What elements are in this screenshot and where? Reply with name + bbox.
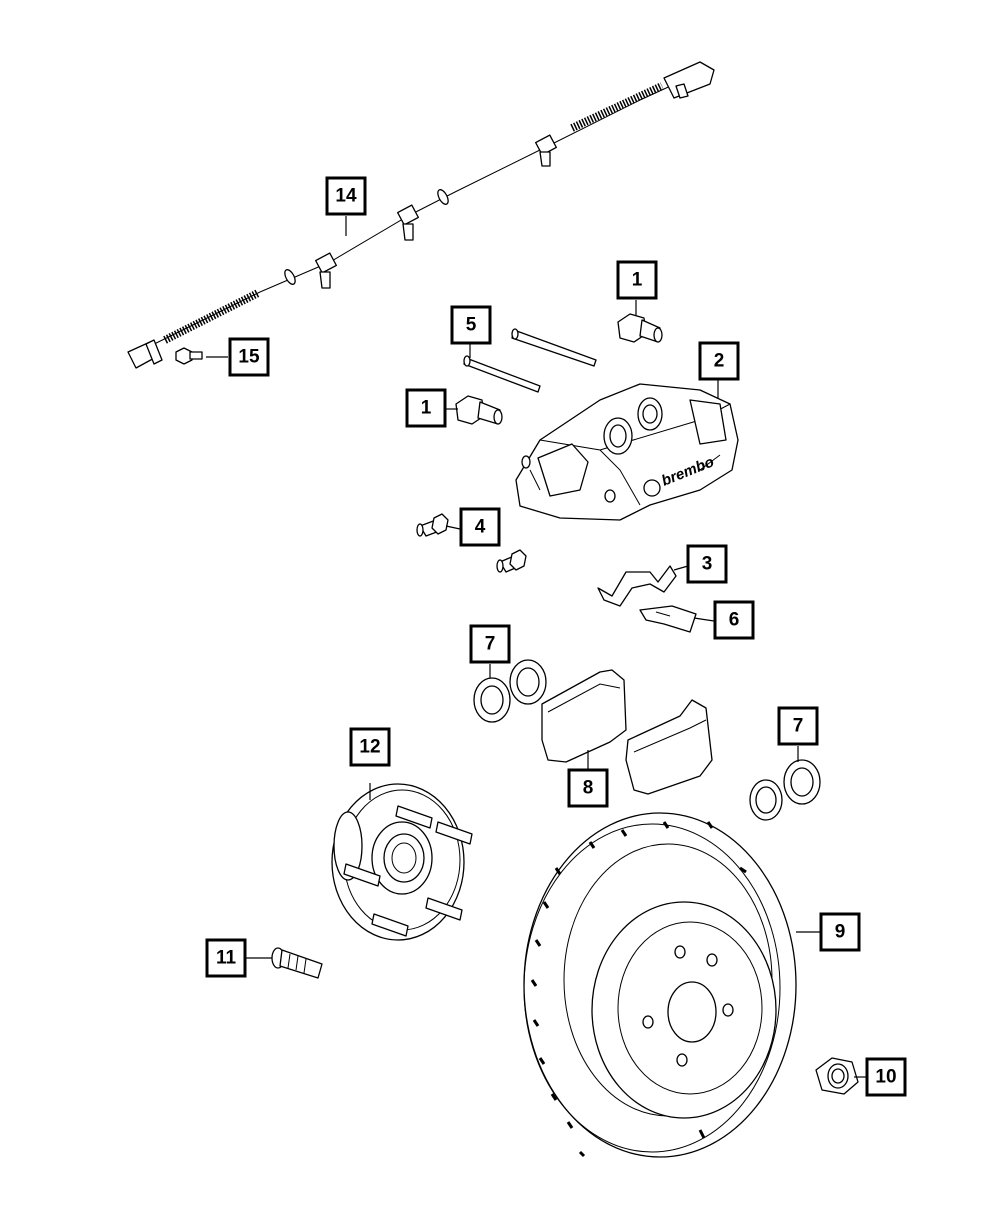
callout-12: 12	[349, 727, 391, 767]
svg-text:2: 2	[714, 351, 725, 372]
svg-text:11: 11	[216, 948, 237, 969]
svg-text:1: 1	[421, 398, 432, 419]
svg-text:6: 6	[729, 610, 740, 631]
svg-text:9: 9	[835, 922, 846, 943]
hub-nut	[815, 1057, 859, 1095]
callout-15: 15	[228, 337, 270, 377]
svg-text:4: 4	[475, 517, 486, 538]
callout-3: 3	[686, 544, 728, 584]
svg-text:5: 5	[466, 315, 477, 336]
wheel-speed-sensor-harness	[127, 61, 715, 369]
callout-11: 11	[205, 938, 247, 978]
piston-seals-left	[473, 659, 547, 723]
svg-text:1: 1	[632, 270, 643, 291]
callout-7-right: 7	[777, 706, 819, 746]
svg-text:12: 12	[359, 737, 380, 758]
bleeder-screws	[416, 513, 527, 573]
callout-1-upper: 1	[616, 260, 658, 300]
svg-text:7: 7	[793, 716, 804, 737]
brake-rotor	[523, 812, 797, 1158]
anti-rattle-clip	[597, 565, 677, 607]
callout-7-left: 7	[469, 624, 511, 664]
piston-seals-right	[749, 759, 821, 821]
caliper-bolt-lower	[455, 395, 503, 425]
callout-14: 14	[325, 176, 367, 216]
svg-text:10: 10	[875, 1067, 896, 1088]
caliper-bolt-upper	[617, 313, 663, 343]
callout-9: 9	[819, 912, 861, 952]
callout-4: 4	[459, 507, 501, 547]
leader-lines	[206, 216, 868, 1078]
brake-caliper: brembo	[515, 383, 739, 521]
callout-8: 8	[567, 768, 609, 808]
pad-retainer	[639, 605, 697, 633]
callout-1-lower: 1	[405, 388, 447, 428]
callout-6: 6	[713, 600, 755, 640]
svg-text:3: 3	[702, 554, 713, 575]
callout-5: 5	[450, 305, 492, 345]
brake-pads	[541, 669, 713, 795]
svg-text:14: 14	[335, 186, 357, 207]
callout-10: 10	[865, 1057, 907, 1097]
wheel-stud	[271, 947, 323, 979]
callout-2: 2	[698, 341, 740, 381]
svg-text:8: 8	[583, 778, 594, 799]
sensor-bolt	[175, 347, 203, 365]
guide-pins	[463, 328, 597, 393]
svg-text:15: 15	[238, 347, 260, 368]
svg-text:7: 7	[485, 634, 496, 655]
hub-bearing	[331, 783, 473, 941]
